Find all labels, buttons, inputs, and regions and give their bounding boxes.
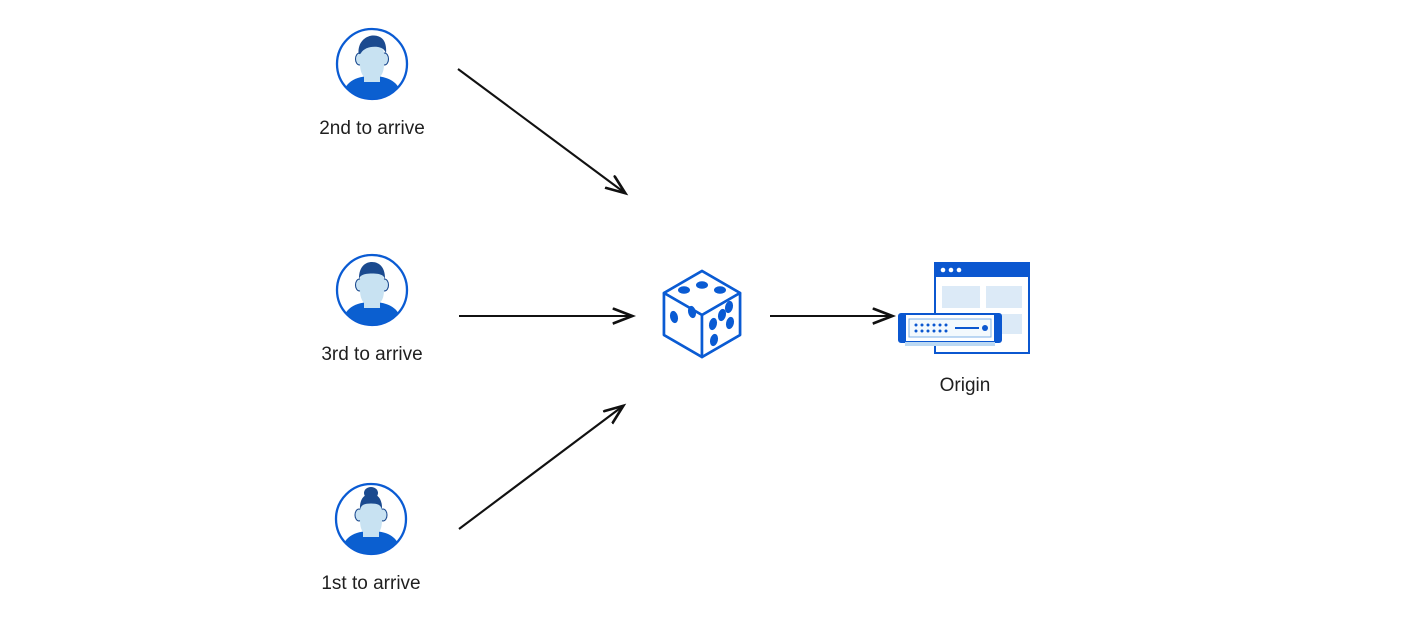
origin-label: Origin [939,375,991,396]
arrow-client-bottom-to-dice [458,406,623,530]
client-node-top: 2nd to arrive [302,26,442,141]
router-device [898,313,1002,346]
user-avatar-icon [333,481,409,557]
origin-node: Origin [893,258,1037,398]
dice-icon [656,266,748,362]
client-label-middle: 3rd to arrive [321,344,423,365]
client-node-middle: 3rd to arrive [302,252,442,367]
user-avatar-icon [334,252,410,328]
client-node-bottom: 1st to arrive [301,481,441,596]
user-avatar-icon [334,26,410,102]
client-label-bottom: 1st to arrive [321,573,421,594]
random-selector-node [656,266,748,362]
origin-server-icon [893,258,1037,358]
arrow-client-top-to-dice [457,68,625,193]
client-label-top: 2nd to arrive [319,118,425,139]
